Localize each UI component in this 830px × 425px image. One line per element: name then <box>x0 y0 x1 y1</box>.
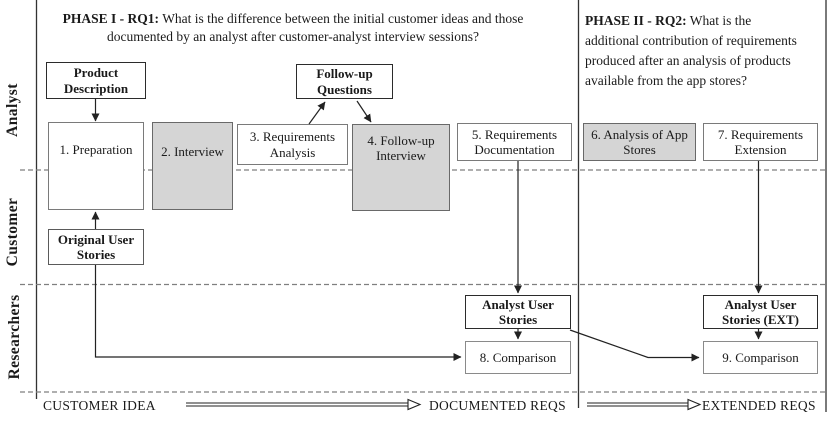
step-7-requirements-extension: 7. Requirements Extension <box>703 123 818 161</box>
phase2-research-question: PHASE II - RQ2: What is the additional c… <box>585 11 829 91</box>
phase1-research-question: PHASE I - RQ1: What is the difference be… <box>46 10 540 46</box>
axis-arrow-documented-to-extended-head <box>687 398 702 411</box>
arrow-follow-up-questions-to-follow-up-interview <box>356 100 372 123</box>
phase1-label: PHASE I - RQ1: <box>62 11 160 26</box>
phase1-line1: PHASE I - RQ1: What is the difference be… <box>46 10 540 28</box>
step-3-requirements-analysis: 3. Requirements Analysis <box>237 124 348 165</box>
axis-arrow-customer-idea-to-documented-head <box>407 398 422 411</box>
axis-label-customer-idea: CUSTOMER IDEA <box>43 398 156 413</box>
artifact-analyst-user-stories-ext: Analyst User Stories (EXT) <box>703 295 818 329</box>
artifact-analyst-user-stories: Analyst User Stories <box>465 295 571 329</box>
step-6-analysis-of-app-stores: 6. Analysis of App Stores <box>583 123 696 161</box>
artifact-product-description: Product Description <box>46 62 146 99</box>
axis-label-documented-reqs: DOCUMENTED REQS <box>429 398 566 413</box>
lane-label-researchers: Researchers <box>6 294 23 380</box>
axis-arrow-documented-to-extended-shaft <box>587 402 688 407</box>
lane-label-analyst: Analyst <box>4 83 21 137</box>
phase1-question-part1: What is the difference between the initi… <box>159 11 524 26</box>
arrow-requirements-analysis-to-follow-up-questions <box>308 101 326 125</box>
phase2-question-part4: available from the app stores? <box>585 72 747 88</box>
step-9-comparison: 9. Comparison <box>703 341 818 374</box>
phase2-label: PHASE II - RQ2: <box>585 13 687 28</box>
step-8-comparison: 8. Comparison <box>465 341 571 374</box>
arrow-analyst-user-stories-to-comparison-9 <box>569 329 700 362</box>
phase1-question-part2: documented by an analyst after customer-… <box>107 28 479 44</box>
step-1-preparation: 1. Preparation <box>48 122 144 210</box>
phase2-question-part3: produced after an analysis of products <box>585 52 791 68</box>
phase2-question-part2: additional contribution of requirements <box>585 32 797 48</box>
step-2-interview: 2. Interview <box>152 122 233 210</box>
step-5-requirements-documentation: 5. Requirements Documentation <box>457 123 572 161</box>
step-4-follow-up-interview: 4. Follow-up Interview <box>352 124 450 211</box>
arrow-original-user-stories-to-comparison-8 <box>94 265 462 361</box>
phase2-question-part1: What is the <box>686 13 752 28</box>
axis-arrow-customer-idea-to-documented-shaft <box>186 402 408 407</box>
phase2-line1: PHASE II - RQ2: What is the <box>585 11 829 31</box>
artifact-follow-up-questions: Follow-up Questions <box>296 64 393 99</box>
axis-label-extended-reqs: EXTENDED REQS <box>702 398 816 413</box>
artifact-original-user-stories: Original User Stories <box>48 229 144 265</box>
